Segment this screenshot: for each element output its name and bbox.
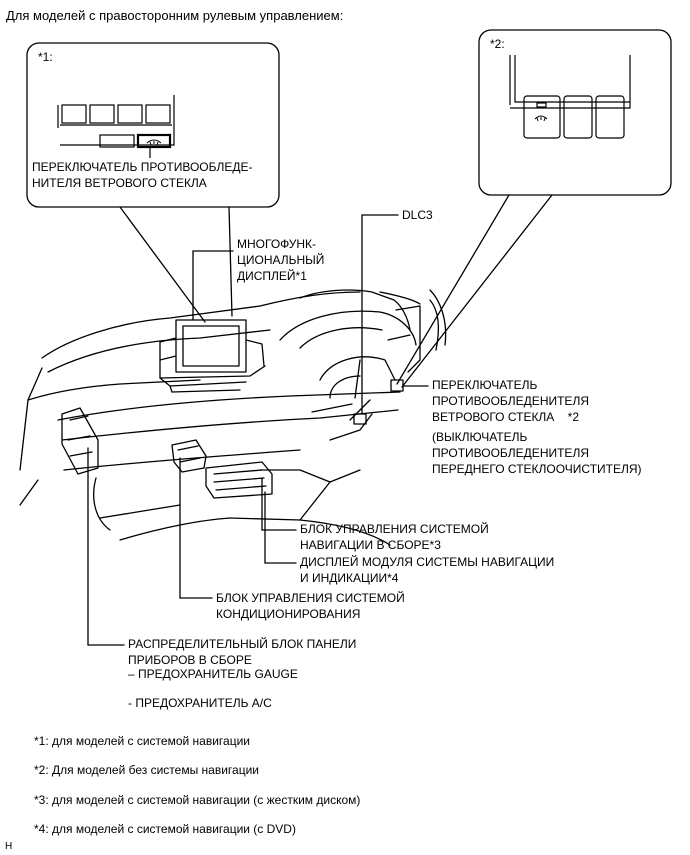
multi-display-screen	[182, 325, 240, 367]
footnote-3: *3: для моделей с системой навигации (с …	[34, 793, 361, 807]
label-ac-unit-1: БЛОК УПРАВЛЕНИЯ СИСТЕМОЙ	[216, 591, 405, 605]
label-multi-display-3: ДИСПЛЕЙ*1	[237, 269, 307, 283]
label-deicer-5: ПРОТИВООБЛЕДЕНИТЕЛЯ	[432, 446, 589, 460]
callout-2-leader-right	[401, 194, 553, 388]
label-deicer-2: ПРОТИВООБЛЕДЕНИТЕЛЯ	[432, 394, 589, 408]
ac-control-unit	[171, 439, 207, 473]
label-ac-unit-2: КОНДИЦИОНИРОВАНИЯ	[216, 607, 361, 621]
label-fuse-ac: - ПРЕДОХРАНИТЕЛЬ A/C	[128, 696, 272, 710]
label-nav-display-2: И ИНДИКАЦИИ*4	[300, 571, 399, 585]
label-dlc3: DLC3	[402, 208, 433, 222]
footnote-1: *1: для моделей с системой навигации	[34, 734, 250, 748]
label-nav-unit-1: БЛОК УПРАВЛЕНИЯ СИСТЕМОЙ	[300, 522, 489, 536]
callout-1-tag: *1:	[38, 50, 53, 64]
label-deicer-6: ПЕРЕДНЕГО СТЕКЛООЧИСТИТЕЛЯ)	[432, 462, 642, 476]
footnote-2: *2: Для моделей без системы навигации	[34, 763, 259, 777]
label-multi-display-1: МНОГОФУНК-	[237, 237, 317, 251]
label-nav-display-1: ДИСПЛЕЙ МОДУЛЯ СИСТЕМЫ НАВИГАЦИИ	[300, 555, 555, 569]
label-junction-2: ПРИБОРОВ В СБОРЕ	[128, 653, 252, 667]
navigation-unit	[205, 461, 273, 499]
label-deicer-1: ПЕРЕКЛЮЧАТЕЛЬ	[432, 378, 538, 392]
dlc3-connector	[353, 413, 367, 425]
corner-mark: H	[5, 841, 13, 852]
callout-1-leader-left	[119, 206, 206, 323]
callout-2-tag: *2:	[490, 37, 505, 51]
label-deicer-3: ВЕТРОВОГО СТЕКЛА *2	[432, 410, 579, 424]
callout-box-1	[26, 42, 280, 208]
footnote-4: *4: для моделей с системой навигации (с …	[34, 822, 296, 836]
label-nav-unit-2: НАВИГАЦИИ В СБОРЕ*3	[300, 538, 441, 552]
callout-1-label-line1: ПЕРЕКЛЮЧАТЕЛЬ ПРОТИВООБЛЕДЕ-	[32, 160, 253, 174]
callout-1-leader-right	[228, 206, 233, 317]
deicer-switch	[390, 379, 404, 392]
deicer-icon-inset-1	[146, 139, 162, 146]
label-multi-display-2: ЦИОНАЛЬНЫЙ	[237, 253, 325, 267]
junction-block	[61, 407, 99, 475]
label-junction-1: РАСПРЕДЕЛИТЕЛЬНЫЙ БЛОК ПАНЕЛИ	[128, 637, 357, 651]
callout-box-2	[478, 29, 672, 196]
callout-2-leader-left	[396, 194, 510, 385]
callout-1-label-line2: НИТЕЛЯ ВЕТРОВОГО СТЕКЛА	[32, 176, 207, 190]
deicer-icon-inset-2	[534, 115, 548, 122]
diagram-heading: Для моделей с правосторонним рулевым упр…	[6, 8, 344, 23]
label-junction-3: – ПРЕДОХРАНИТЕЛЬ GAUGE	[128, 667, 298, 681]
multi-display-housing	[175, 319, 247, 373]
label-deicer-4: (ВЫКЛЮЧАТЕЛЬ	[432, 430, 528, 444]
